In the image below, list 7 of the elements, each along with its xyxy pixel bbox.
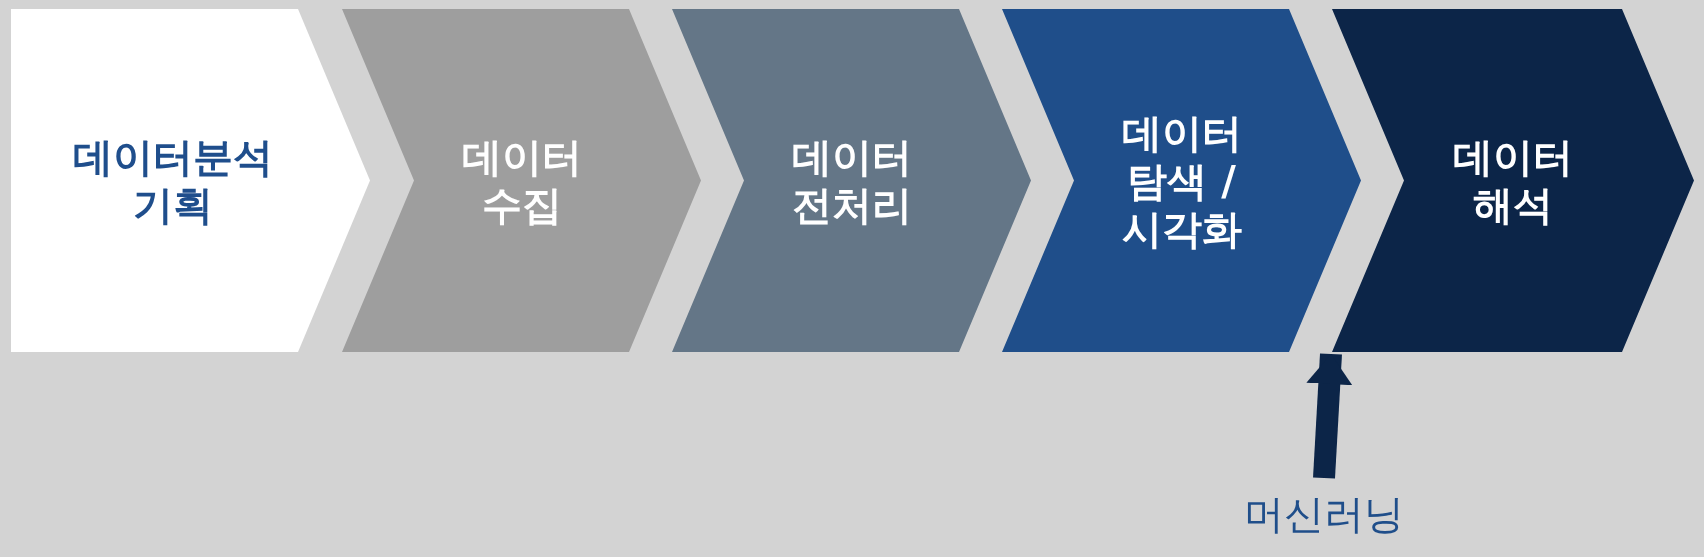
step-label: 데이터 해석 (1452, 132, 1574, 229)
step-label: 머신러닝 (1243, 490, 1405, 538)
step-label: 데이터 탐색 /시각화 (1120, 108, 1243, 253)
arrow (1306, 353, 1353, 479)
step-label: 데이터분석 기획 (71, 132, 274, 229)
step-label: 데이터 수집 (460, 132, 583, 229)
step-label: 데이터 전처리 (790, 132, 913, 229)
